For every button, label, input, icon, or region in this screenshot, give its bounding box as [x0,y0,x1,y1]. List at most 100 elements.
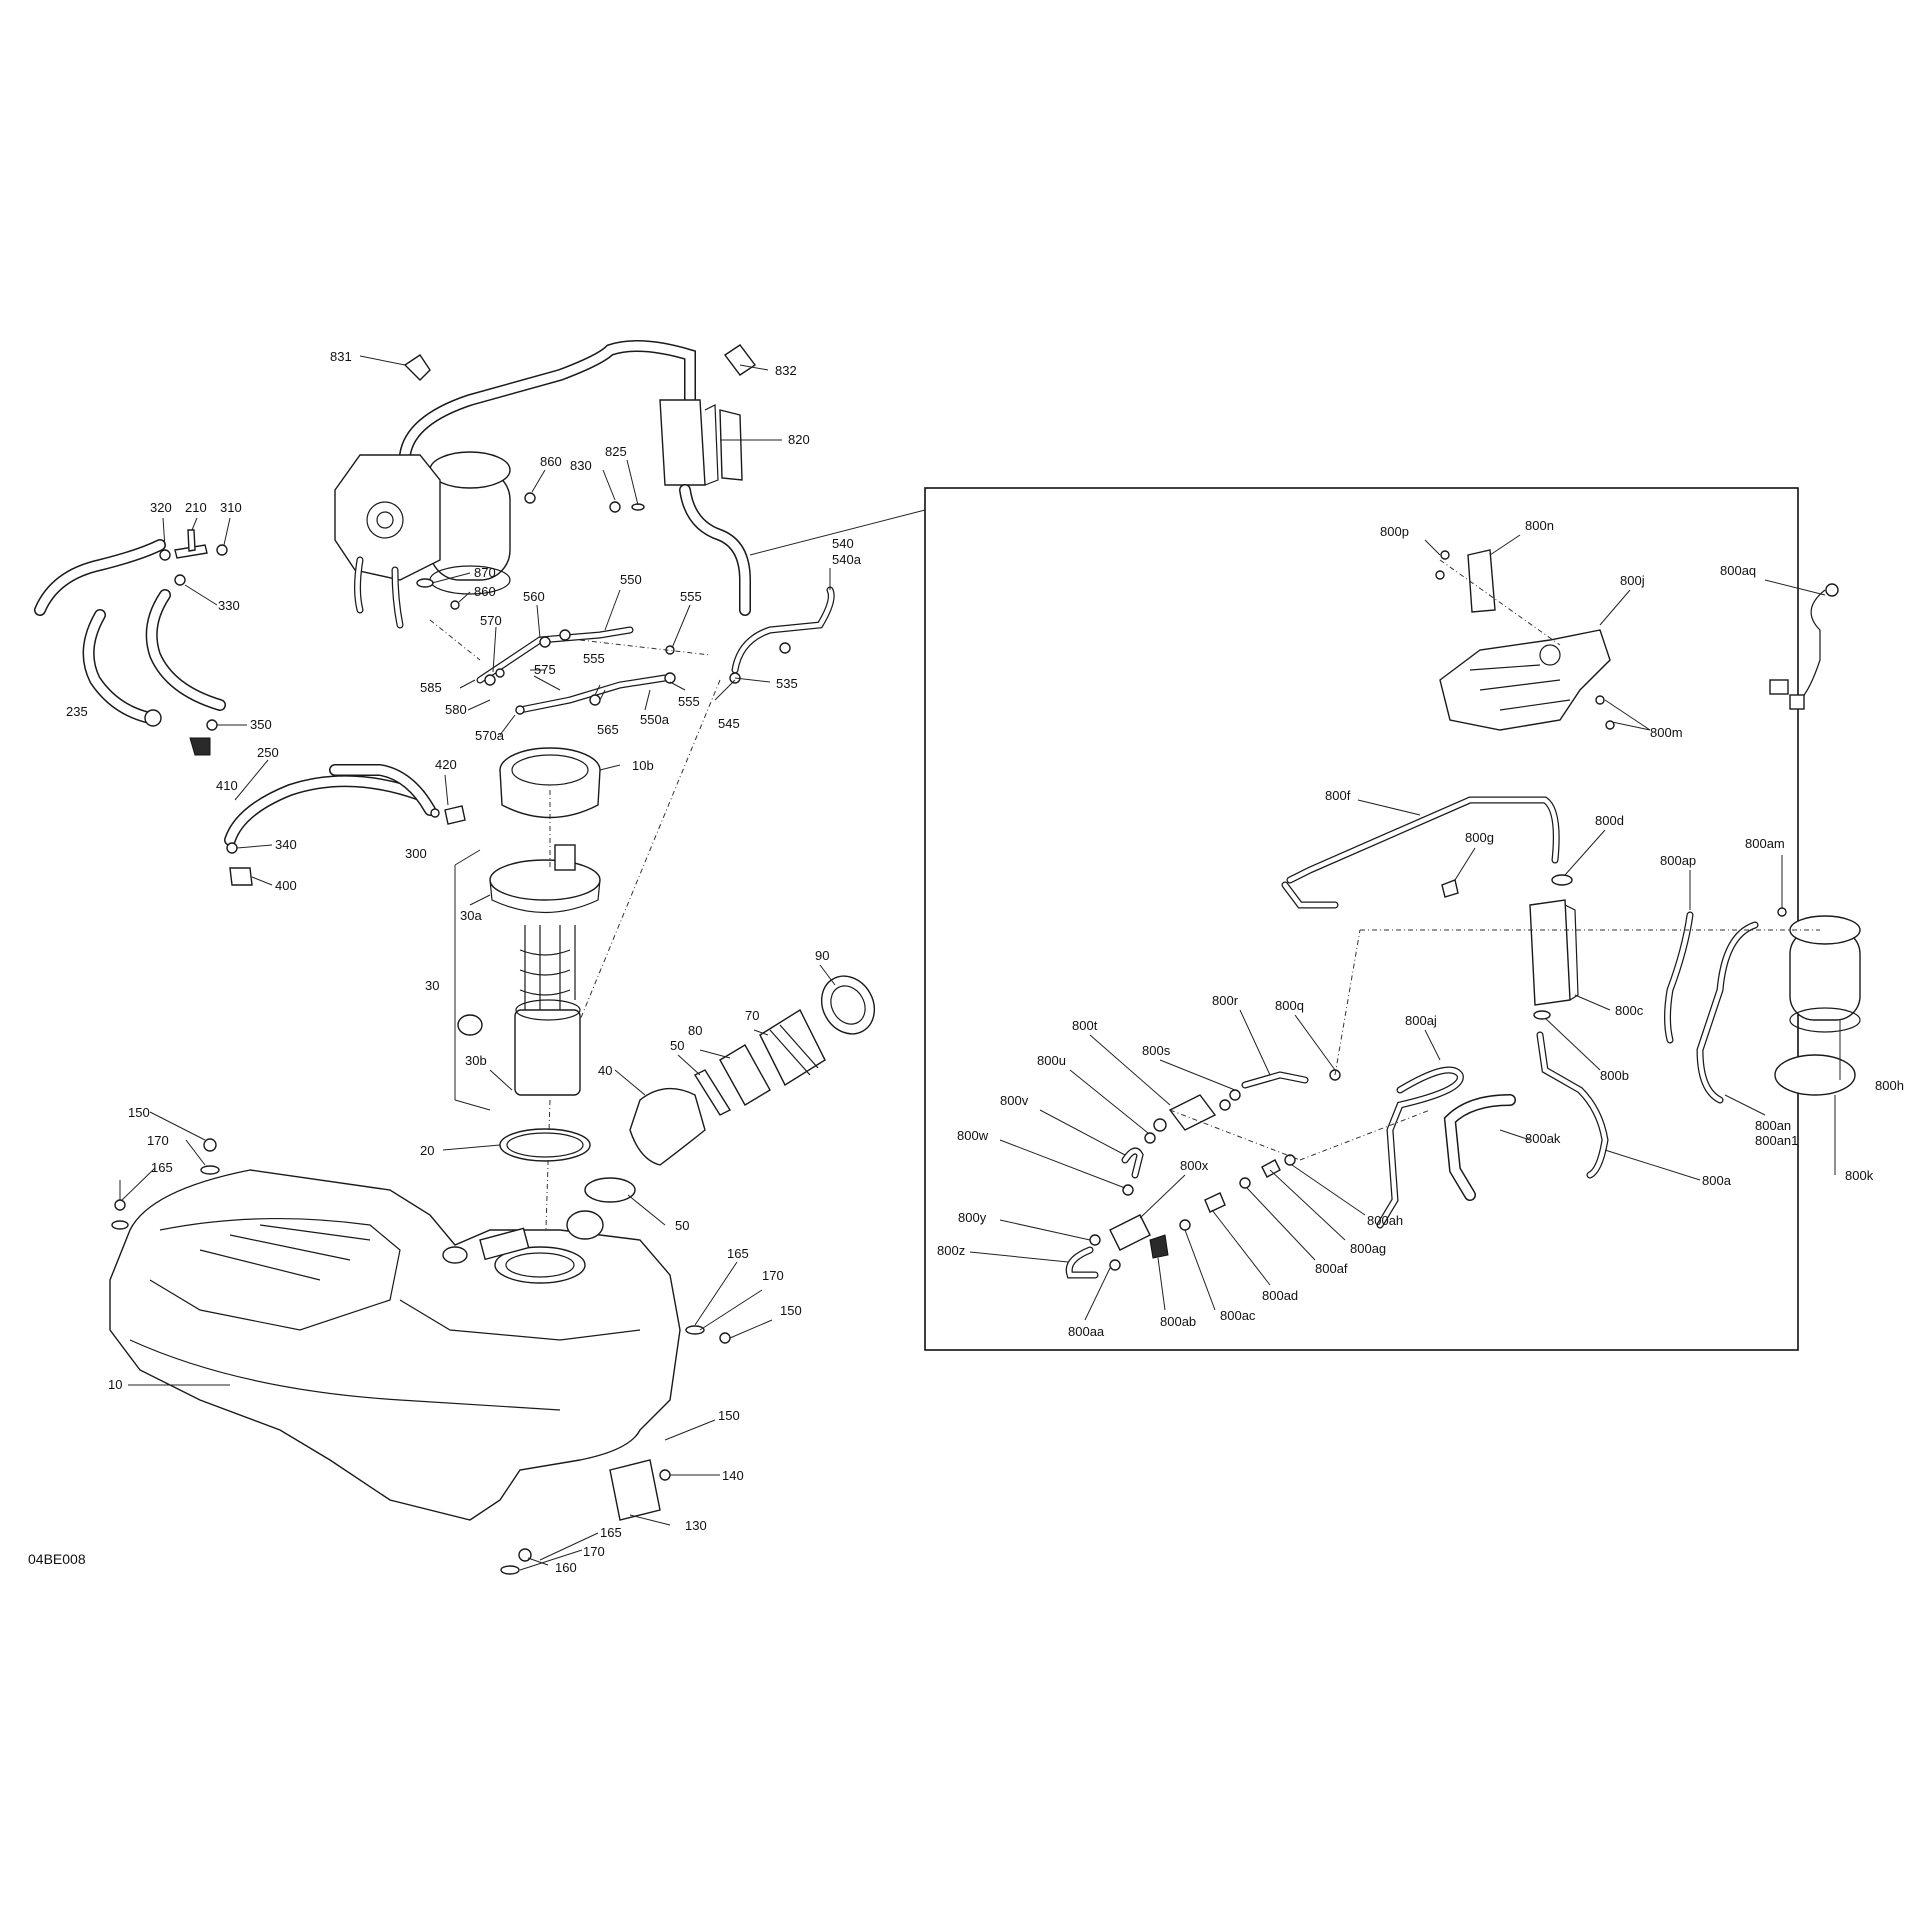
callout-235: 235 [66,704,88,719]
callout-800y: 800y [958,1210,987,1225]
hose-800ak [1443,1094,1516,1201]
callout-570: 570 [480,613,502,628]
callout-210: 210 [185,500,207,515]
callout-800ap: 800ap [1660,853,1696,868]
callout-560: 560 [523,589,545,604]
callout-80: 80 [688,1023,702,1038]
filler-cap-90 [820,975,876,1035]
callout-550a: 550a [640,712,670,727]
callout-320: 320 [150,500,172,515]
callout-555-mid: 555 [583,651,605,666]
callout-140: 140 [722,1468,744,1483]
callout-565: 565 [597,722,619,737]
diagram-code: 04BE008 [28,1551,86,1567]
callout-580: 580 [445,702,467,717]
callout-800c: 800c [1615,1003,1644,1018]
callout-340: 340 [275,837,297,852]
tee-fitting-210 [159,529,228,561]
callout-800h: 800h [1875,1078,1904,1093]
lock-ring-10b [499,747,601,819]
callout-30b: 30b [465,1053,487,1068]
callout-350: 350 [250,717,272,732]
callout-831: 831 [330,349,352,364]
callout-300: 300 [405,846,427,861]
callout-70: 70 [745,1008,759,1023]
nut-860 [524,492,536,504]
callout-800m: 800m [1650,725,1683,740]
bracket-832 [723,344,757,376]
clamp-330 [174,574,186,586]
fuel-tank-10 [109,1169,681,1521]
callout-555-low: 555 [678,694,700,709]
clamp-800ac [1179,1219,1191,1231]
callout-800z: 800z [937,1243,965,1258]
leader-lines [119,355,1841,1571]
callout-10: 10 [108,1377,122,1392]
hose-235 [82,609,162,727]
callout-540a: 540a [832,552,862,567]
fitting-800ag [1261,1159,1281,1178]
filler-hose-40 [629,1087,706,1166]
clamp-800w [1122,1184,1134,1196]
callout-800b: 800b [1600,1068,1629,1083]
callout-800aa: 800aa [1068,1324,1105,1339]
inset-callout-labels: 800p 800n 800j 800aq 800m 800f 800g 800d… [937,518,1904,1339]
hose-250 [224,764,436,846]
gasket-80 [719,1044,771,1106]
callout-800ah: 800ah [1367,1213,1403,1228]
clamp-800y [1089,1234,1101,1246]
callout-860-bolt: 860 [474,584,496,599]
inset-frame [924,487,1799,1351]
callout-555-top: 555 [680,589,702,604]
callout-800f: 800f [1325,788,1351,803]
callout-570a: 570a [475,728,505,743]
callout-20: 20 [420,1143,434,1158]
clamp-800d [1551,874,1573,886]
callout-800v: 800v [1000,1093,1029,1108]
connector-800ab [1149,1234,1169,1259]
callout-540: 540 [832,536,854,551]
callout-800ac: 800ac [1220,1308,1256,1323]
callout-800q: 800q [1275,998,1304,1013]
hose-800z [1065,1246,1099,1279]
callout-800u: 800u [1037,1053,1066,1068]
callout-800ag: 800ag [1350,1241,1386,1256]
clamp-350 [206,719,218,731]
callout-310: 310 [220,500,242,515]
fuel-filter-800t [1153,1094,1231,1132]
callout-400: 400 [275,878,297,893]
callout-150-right: 150 [780,1303,802,1318]
callout-800k: 800k [1845,1168,1874,1183]
callout-800aq: 800aq [1720,563,1756,578]
filler-neck-70 [759,1008,826,1087]
callout-870: 870 [474,565,496,580]
callout-830: 830 [570,458,592,473]
callout-165-bottom: 165 [600,1525,622,1540]
clamp-800u [1144,1132,1156,1144]
hose-800r [1241,1071,1309,1089]
fuel-line-540 [729,586,835,684]
callout-535: 535 [776,676,798,691]
callout-130: 130 [685,1518,707,1533]
callout-160: 160 [555,1560,577,1575]
callout-800j: 800j [1620,573,1645,588]
hose-320 [34,539,166,616]
clamp-800b [1533,1010,1551,1020]
tank-hardware [111,1138,731,1575]
washer-870 [416,578,434,588]
valve-800c [1529,899,1579,1006]
callout-800s: 800s [1142,1043,1171,1058]
callout-40: 40 [598,1063,612,1078]
callout-800r: 800r [1212,993,1239,1008]
fuel-pump-module-30 [457,844,601,1096]
callout-800af: 800af [1315,1261,1348,1276]
callout-800ad: 800ad [1262,1288,1298,1303]
callout-585: 585 [420,680,442,695]
hose-800an [1696,921,1759,1104]
callout-10b: 10b [632,758,654,773]
callout-800ab: 800ab [1160,1314,1196,1329]
callout-800an1: 800an1 [1755,1133,1798,1148]
callout-575: 575 [534,662,556,677]
clamp-800aa [1109,1259,1121,1271]
callout-330: 330 [218,598,240,613]
